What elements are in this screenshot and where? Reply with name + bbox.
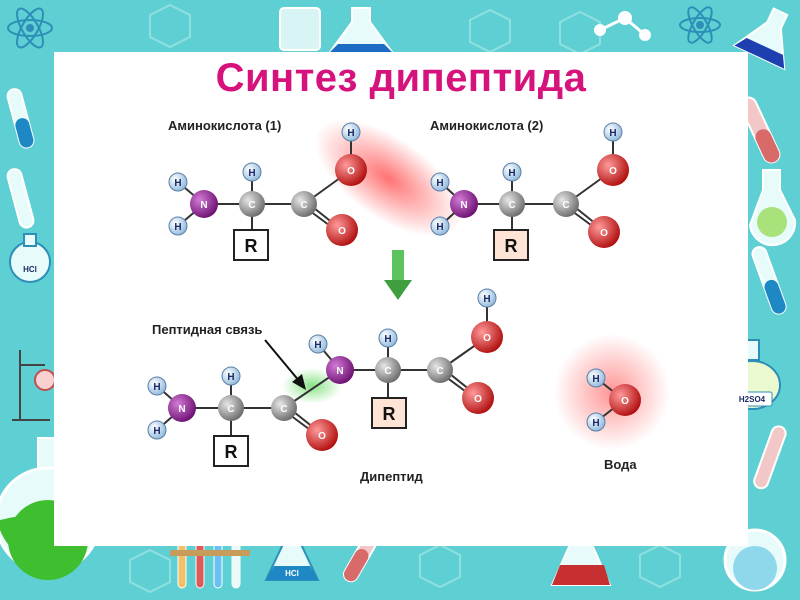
hydrogen-atom: H <box>436 178 443 189</box>
test-tube-rack-icon <box>170 531 250 589</box>
peptide-bond-pointer-arrow <box>264 339 306 390</box>
carbon-atom: C <box>300 200 307 211</box>
hydrogen-atom: H <box>592 418 599 429</box>
carbon-atom: C <box>436 366 443 377</box>
flask-hcl-label: HCl <box>23 265 37 274</box>
flask-hcl-label-bottom: HCl <box>285 569 299 578</box>
content-card <box>54 52 748 546</box>
oxygen-atom: O <box>474 394 482 405</box>
conical-flask-icon <box>328 7 394 53</box>
carbon-atom: C <box>227 404 234 415</box>
hydrogen-atom: H <box>609 128 616 139</box>
nitrogen-atom: N <box>460 200 467 211</box>
oxygen-atom: O <box>483 333 491 344</box>
oxygen-atom: O <box>347 166 355 177</box>
carbon-atom: C <box>384 366 391 377</box>
label-water: Вода <box>604 457 637 472</box>
hydrogen-atom: H <box>347 128 354 139</box>
radical-label: R <box>225 442 238 462</box>
flask-icon <box>732 7 789 71</box>
radical-box-aa2 <box>493 229 529 261</box>
hydrogen-atom: H <box>384 334 391 345</box>
hydrogen-atom: H <box>436 222 443 233</box>
page-title: Синтез дипептида <box>215 56 587 100</box>
oxygen-atom: O <box>600 228 608 239</box>
flask-h2so4-label: H2SO4 <box>739 395 766 404</box>
hydrogen-atom: H <box>153 426 160 437</box>
radical-boxes: R R R R <box>213 229 529 467</box>
oxygen-atom: O <box>609 166 617 177</box>
nitrogen-atom: N <box>178 404 185 415</box>
hydrogen-atom: H <box>174 222 181 233</box>
radical-label: R <box>383 404 396 424</box>
radical-box-dipeptide-1 <box>213 435 249 467</box>
oxygen-atom: O <box>621 396 629 407</box>
atom-model-icon <box>7 7 53 49</box>
flask-hcl-icon <box>9 233 51 283</box>
radical-label: R <box>245 236 258 256</box>
beaker-icon <box>279 7 321 51</box>
label-peptide-bond: Пептидная связь <box>152 322 262 337</box>
hydrogen-atom: H <box>153 382 160 393</box>
hydrogen-atom: H <box>314 340 321 351</box>
hydrogen-atom: H <box>174 178 181 189</box>
test-tube-icon <box>6 88 35 149</box>
molecule-model-icon <box>594 11 651 41</box>
hydrogen-atom: H <box>248 168 255 179</box>
carbon-atom: C <box>280 404 287 415</box>
oxygen-atom: O <box>338 226 346 237</box>
lab-stand-icon <box>12 350 56 421</box>
carbon-atom: C <box>562 200 569 211</box>
radical-box-aa1 <box>233 229 269 261</box>
label-amino-acid-2: Аминокислота (2) <box>430 118 543 133</box>
oxygen-atom: O <box>318 431 326 442</box>
carbon-atom: C <box>508 200 515 211</box>
hydrogen-atom: H <box>483 294 490 305</box>
nitrogen-atom: N <box>200 200 207 211</box>
hydrogen-atom: H <box>592 374 599 385</box>
atoms: H H N H C C O H O H H N H <box>147 122 641 451</box>
radical-box-dipeptide-2 <box>371 397 407 429</box>
nitrogen-atom: N <box>336 366 343 377</box>
hydrogen-atom: H <box>508 168 515 179</box>
radical-label: R <box>505 236 518 256</box>
reaction-arrow-down <box>384 250 412 300</box>
carbon-atom: C <box>248 200 255 211</box>
label-amino-acid-1: Аминокислота (1) <box>168 118 281 133</box>
label-dipeptide: Дипептид <box>360 469 424 484</box>
hydrogen-atom: H <box>227 372 234 383</box>
